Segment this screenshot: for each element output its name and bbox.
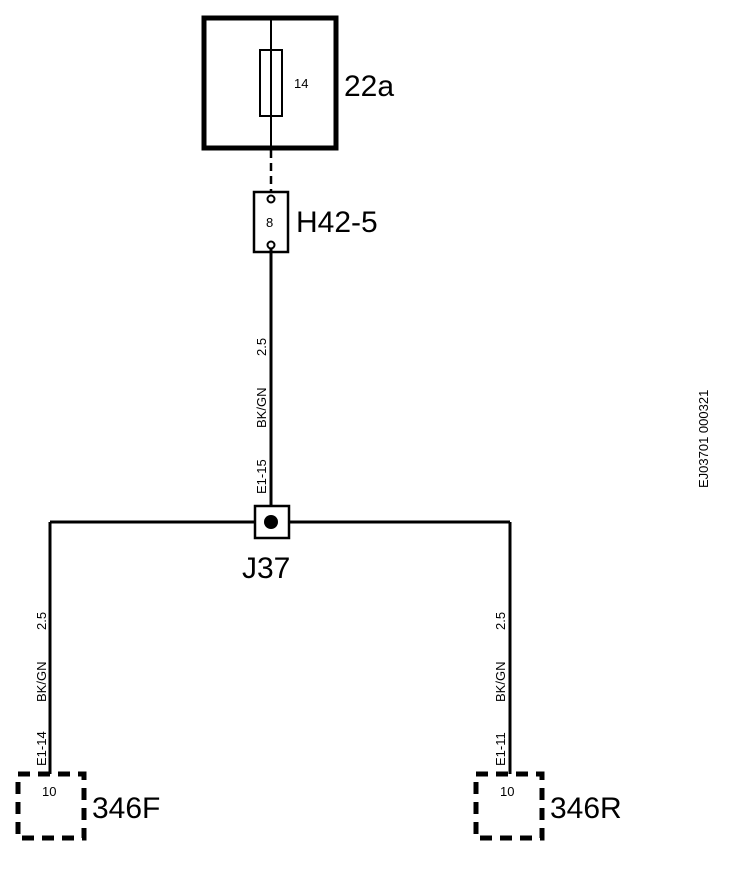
wire-left-size: 2.5 <box>34 612 49 630</box>
connector-346r-label: 346R <box>550 792 622 825</box>
connector-h42-pin-top <box>266 194 276 204</box>
connector-346r: 10 346R <box>473 771 622 841</box>
wire-right-size: 2.5 <box>493 612 508 630</box>
wire-right-color: BK/GN <box>493 662 508 702</box>
connector-346r-outline <box>473 771 545 841</box>
connector-346r-pin: 10 <box>500 784 514 799</box>
connector-h42-label: H42-5 <box>296 206 378 239</box>
splice-j37-label: J37 <box>242 552 290 585</box>
connector-346f-pin: 10 <box>42 784 56 799</box>
drawing-code: EJ03701 000321 <box>696 390 711 488</box>
wire-right-code: E1-11 <box>493 732 508 766</box>
wire-main-size: 2.5 <box>254 338 269 356</box>
connector-346f-label: 346F <box>92 792 160 825</box>
splice-j37-dot <box>264 515 278 529</box>
fuse-box-22a: 14 22a <box>201 15 394 151</box>
fuse-box-label: 22a <box>344 70 394 103</box>
wire-left-color: BK/GN <box>34 662 49 702</box>
connector-346f-outline <box>15 771 87 841</box>
splice-j37: J37 <box>242 504 290 585</box>
connector-h42-pin: 8 <box>266 215 273 230</box>
wire-main-color: BK/GN <box>254 388 269 428</box>
wire-left-code: E1-14 <box>34 731 49 766</box>
wire-main-code: E1-15 <box>254 459 269 494</box>
connector-h42-pin-bottom <box>266 240 276 250</box>
connector-346f: 10 346F <box>15 771 160 841</box>
fuse-number: 14 <box>294 76 308 91</box>
connector-h42-5: 8 H42-5 <box>252 190 378 254</box>
